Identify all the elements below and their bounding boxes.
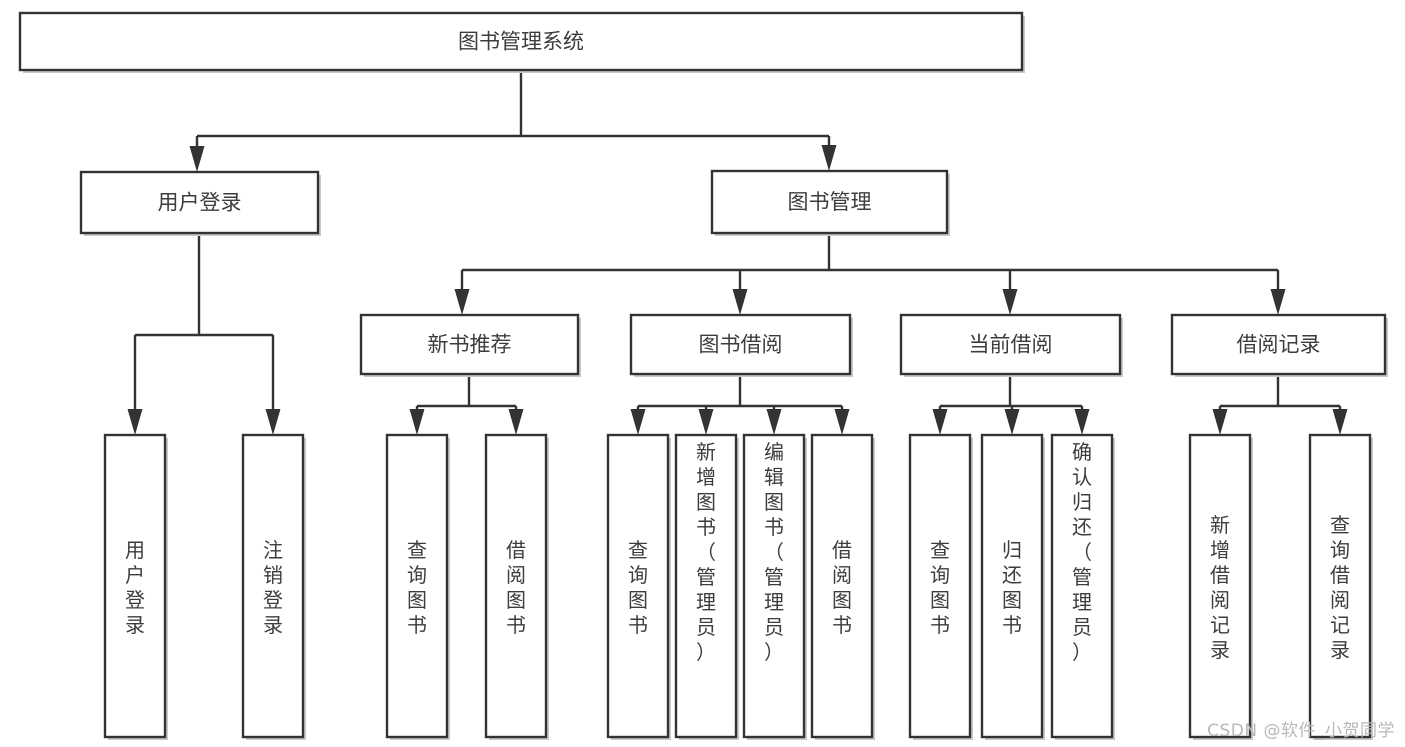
node-book-borrow[interactable]: 图书借阅 bbox=[629, 313, 853, 377]
node-rect-current-borrow[interactable] bbox=[899, 313, 1122, 376]
node-rect-leaf-borrow-book-new[interactable] bbox=[484, 433, 548, 739]
nodes-layer: 图书管理系统用户登录图书管理新书推荐图书借阅当前借阅借阅记录用户登录注销登录查询… bbox=[18, 11, 1388, 740]
node-rect-leaf-return-book[interactable] bbox=[980, 433, 1044, 739]
node-rect-leaf-user-login[interactable] bbox=[103, 433, 167, 739]
arrow-to-user-login bbox=[189, 136, 205, 172]
node-borrow-record[interactable]: 借阅记录 bbox=[1170, 313, 1388, 377]
node-leaf-query-record[interactable]: 查询借阅记录 bbox=[1308, 433, 1373, 740]
node-leaf-return-book[interactable]: 归还图书 bbox=[980, 433, 1045, 740]
connector-bus-user-login bbox=[135, 233, 273, 337]
node-user-login[interactable]: 用户登录 bbox=[79, 170, 321, 236]
node-label-leaf-return-book: 归还图书 bbox=[1002, 538, 1022, 637]
node-label-leaf-edit-book: 编辑图书（管理员） bbox=[764, 440, 784, 664]
node-label-leaf-query-record: 查询借阅记录 bbox=[1330, 513, 1350, 662]
node-rect-book-borrow[interactable] bbox=[629, 313, 852, 376]
node-label-leaf-query-book-br: 查询图书 bbox=[628, 538, 648, 637]
node-rect-root[interactable] bbox=[18, 11, 1024, 72]
arrow-to-leaf-12 bbox=[1212, 406, 1228, 435]
arrow-to-leaf-7 bbox=[766, 406, 782, 435]
node-rect-leaf-edit-book[interactable] bbox=[742, 433, 806, 739]
arrow-to-leaf-13 bbox=[1332, 406, 1348, 435]
node-label-user-login: 用户登录 bbox=[158, 191, 242, 215]
node-leaf-edit-book[interactable]: 编辑图书（管理员） bbox=[742, 433, 807, 740]
arrow-to-leaf-3 bbox=[409, 406, 425, 435]
node-new-book-recommend[interactable]: 新书推荐 bbox=[359, 313, 581, 377]
node-label-new-book-recommend: 新书推荐 bbox=[428, 333, 512, 357]
node-label-leaf-add-record: 新增借阅记录 bbox=[1210, 513, 1230, 662]
arrow-to-leaf-9 bbox=[932, 406, 948, 435]
connector-bus-book-manage bbox=[462, 233, 1278, 272]
arrow-to-leaf-6 bbox=[698, 406, 714, 435]
node-rect-book-manage[interactable] bbox=[710, 169, 949, 235]
node-label-leaf-logout: 注销登录 bbox=[263, 538, 283, 637]
node-rect-leaf-borrow-book-br[interactable] bbox=[810, 433, 874, 739]
node-rect-user-login[interactable] bbox=[79, 170, 320, 235]
arrow-to-leaf-11 bbox=[1074, 406, 1090, 435]
node-label-leaf-confirm-return: 确认归还（管理员） bbox=[1072, 440, 1092, 664]
arrow-to-book-borrow bbox=[732, 270, 748, 315]
node-current-borrow[interactable]: 当前借阅 bbox=[899, 313, 1123, 377]
edges-layer bbox=[127, 70, 1348, 435]
node-leaf-add-record[interactable]: 新增借阅记录 bbox=[1188, 433, 1253, 740]
node-leaf-confirm-return[interactable]: 确认归还（管理员） bbox=[1050, 433, 1115, 740]
arrow-to-record bbox=[1270, 270, 1286, 315]
node-rect-leaf-confirm-return[interactable] bbox=[1050, 433, 1114, 739]
node-label-leaf-query-book-cur: 查询图书 bbox=[930, 538, 950, 637]
connector-bus-current-borrow bbox=[940, 374, 1082, 408]
node-leaf-query-book-cur[interactable]: 查询图书 bbox=[908, 433, 973, 740]
arrow-to-leaf-10 bbox=[1004, 406, 1020, 435]
node-label-leaf-borrow-book-new: 借阅图书 bbox=[506, 538, 526, 637]
node-root[interactable]: 图书管理系统 bbox=[18, 11, 1025, 73]
node-rect-leaf-logout[interactable] bbox=[241, 433, 305, 739]
arrow-to-new-book bbox=[454, 270, 470, 315]
node-rect-leaf-query-book-cur[interactable] bbox=[908, 433, 972, 739]
node-leaf-add-book[interactable]: 新增图书（管理员） bbox=[674, 433, 739, 740]
node-label-leaf-query-book-new: 查询图书 bbox=[407, 538, 427, 637]
node-leaf-borrow-book-br[interactable]: 借阅图书 bbox=[810, 433, 875, 740]
node-rect-new-book-recommend[interactable] bbox=[359, 313, 580, 376]
connector-bus-new-book bbox=[417, 374, 516, 408]
node-label-book-manage: 图书管理 bbox=[788, 190, 872, 214]
node-rect-leaf-add-book[interactable] bbox=[674, 433, 738, 739]
node-rect-leaf-query-book-new[interactable] bbox=[385, 433, 449, 739]
node-label-leaf-borrow-book-br: 借阅图书 bbox=[832, 538, 852, 637]
arrow-to-leaf-2 bbox=[265, 335, 281, 435]
node-leaf-query-book-new[interactable]: 查询图书 bbox=[385, 433, 450, 740]
arrow-to-leaf-4 bbox=[508, 406, 524, 435]
node-label-borrow-record: 借阅记录 bbox=[1237, 333, 1321, 357]
node-leaf-logout[interactable]: 注销登录 bbox=[241, 433, 306, 740]
node-leaf-query-book-br[interactable]: 查询图书 bbox=[606, 433, 671, 740]
node-rect-borrow-record[interactable] bbox=[1170, 313, 1387, 376]
node-leaf-borrow-book-new[interactable]: 借阅图书 bbox=[484, 433, 549, 740]
node-rect-leaf-query-book-br[interactable] bbox=[606, 433, 670, 739]
node-rect-leaf-query-record[interactable] bbox=[1308, 433, 1372, 739]
arrow-to-current bbox=[1002, 270, 1018, 315]
arrow-to-book-manage bbox=[821, 136, 837, 171]
node-label-book-borrow: 图书借阅 bbox=[699, 333, 783, 357]
arrow-to-leaf-1 bbox=[127, 335, 143, 435]
node-label-current-borrow: 当前借阅 bbox=[969, 333, 1053, 357]
arrow-to-leaf-5 bbox=[630, 406, 646, 435]
connector-bus-borrow-record bbox=[1220, 374, 1340, 408]
node-book-manage[interactable]: 图书管理 bbox=[710, 169, 950, 236]
node-rect-leaf-add-record[interactable] bbox=[1188, 433, 1252, 739]
node-label-leaf-user-login: 用户登录 bbox=[125, 538, 145, 637]
node-label-leaf-add-book: 新增图书（管理员） bbox=[696, 440, 716, 664]
connector-bus-root bbox=[197, 70, 829, 138]
node-leaf-user-login[interactable]: 用户登录 bbox=[103, 433, 168, 740]
arrow-to-leaf-8 bbox=[834, 406, 850, 435]
csdn-watermark: CSDN @软件_小贺同学 bbox=[1207, 721, 1395, 741]
connector-bus-book-borrow bbox=[638, 374, 842, 408]
node-label-root: 图书管理系统 bbox=[458, 30, 584, 54]
